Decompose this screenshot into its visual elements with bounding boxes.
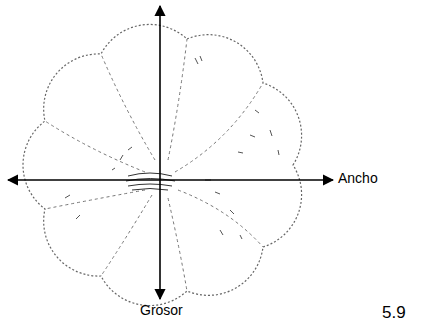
surface-marks — [65, 56, 279, 239]
aperture-lines — [126, 173, 175, 190]
thickness-axis — [159, 6, 161, 299]
axis-label: Ancho — [338, 170, 378, 187]
figure-number: 5.9 — [382, 303, 406, 323]
shell-outline — [23, 24, 302, 305]
axis-label: Grosor — [140, 302, 183, 319]
suture-lines — [45, 39, 263, 291]
width-axis — [8, 179, 333, 181]
